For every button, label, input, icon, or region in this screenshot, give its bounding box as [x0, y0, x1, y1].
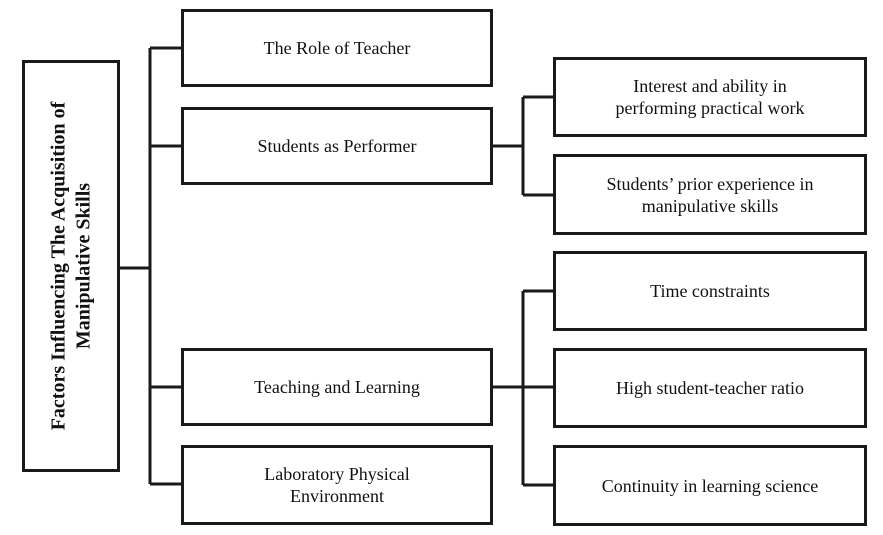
factor-label-line-2: Environment — [290, 486, 384, 506]
root-title-line-1: Factors Influencing The Acquisition of — [47, 101, 69, 431]
root-title: Factors Influencing The Acquisition of M… — [46, 102, 96, 431]
sub-prior-experience: Students’ prior experience in manipulati… — [553, 154, 867, 235]
factor-teaching-and-learning: Teaching and Learning — [181, 348, 493, 426]
sub-label-line-1: Interest and ability in — [633, 76, 787, 96]
sub-label-line-2: manipulative skills — [641, 195, 779, 216]
factor-role-of-teacher: The Role of Teacher — [181, 9, 493, 87]
factor-label: The Role of Teacher — [263, 38, 411, 58]
factor-label-line-1: Laboratory Physical — [264, 464, 410, 484]
sub-label-line-1: Students’ prior experience in — [606, 173, 814, 194]
sub-time-constraints: Time constraints — [553, 251, 867, 331]
factor-laboratory-environment: Laboratory Physical Environment — [181, 445, 493, 525]
root-title-line-2: Manipulative Skills — [72, 182, 94, 350]
sub-student-teacher-ratio: High student-teacher ratio — [553, 348, 867, 428]
sub-label-line-2: performing practical work — [615, 98, 805, 118]
sub-continuity-learning-science: Continuity in learning science — [553, 445, 867, 526]
root-factor-box: Factors Influencing The Acquisition of M… — [22, 60, 120, 472]
factor-students-as-performer: Students as Performer — [181, 107, 493, 185]
sub-label: Time constraints — [650, 281, 770, 301]
factor-label: Teaching and Learning — [254, 377, 420, 397]
sub-label: Continuity in learning science — [601, 475, 819, 496]
sub-interest-and-ability: Interest and ability in performing pract… — [553, 57, 867, 137]
sub-label: High student-teacher ratio — [616, 378, 804, 398]
factor-label: Students as Performer — [257, 136, 417, 156]
